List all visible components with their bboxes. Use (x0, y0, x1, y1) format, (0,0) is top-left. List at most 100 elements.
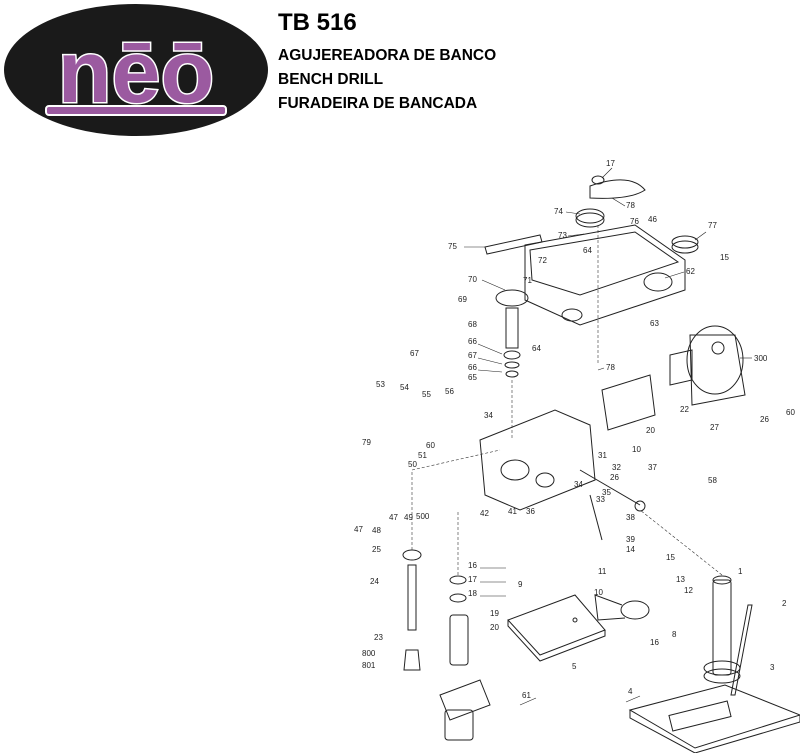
part-label: 47 (354, 525, 363, 534)
part-label: 38 (626, 513, 635, 522)
part-label: 800 (362, 649, 376, 658)
title-english: BENCH DRILL (278, 71, 384, 88)
assembly-lines (411, 225, 723, 576)
part-label: 17 (468, 575, 477, 584)
part-label: 63 (650, 319, 659, 328)
part-label: 64 (532, 344, 541, 353)
part-label: 15 (720, 253, 729, 262)
part-label: 74 (554, 207, 563, 216)
part-label: 66 (468, 337, 477, 346)
part-label: 23 (374, 633, 383, 642)
part-label: 72 (538, 256, 547, 265)
motor-pulley (671, 235, 699, 254)
part-label: 4 (628, 687, 633, 696)
neo-logo: nēō (4, 4, 268, 136)
part-label: 46 (648, 215, 657, 224)
feed-handle (579, 469, 646, 541)
spindle-pulley (495, 289, 529, 378)
part-label: 73 (558, 231, 567, 240)
part-label: 55 (422, 390, 431, 399)
part-label: 10 (632, 445, 641, 454)
part-label: 60 (426, 441, 435, 450)
part-label: 32 (612, 463, 621, 472)
part-label: 61 (522, 691, 531, 700)
work-table (507, 594, 606, 662)
part-label: 34 (574, 480, 583, 489)
part-label: 26 (760, 415, 769, 424)
part-label: 34 (484, 411, 493, 420)
part-label: 14 (626, 545, 635, 554)
motor (669, 325, 746, 406)
part-label: 27 (710, 423, 719, 432)
part-label: 77 (708, 221, 717, 230)
part-label: 37 (648, 463, 657, 472)
part-label: 31 (598, 451, 607, 460)
top-pulley (575, 208, 605, 228)
part-label: 75 (448, 242, 457, 251)
pulley-cover (524, 224, 686, 326)
part-label: 15 (666, 553, 675, 562)
part-label: 16 (650, 638, 659, 647)
part-label: 42 (480, 509, 489, 518)
part-label: 20 (490, 623, 499, 632)
part-label: 51 (418, 451, 427, 460)
part-label: 26 (610, 473, 619, 482)
part-label: 25 (372, 545, 381, 554)
part-label: 79 (362, 438, 371, 447)
column (712, 575, 732, 676)
part-label: 67 (468, 351, 477, 360)
part-label: 60 (786, 408, 795, 417)
part-label: 50 (408, 460, 417, 469)
part-label: 69 (458, 295, 467, 304)
head-casting (479, 374, 656, 511)
part-label: 58 (708, 476, 717, 485)
top-belt (589, 175, 646, 199)
column-flange (703, 660, 741, 684)
side-belt (484, 234, 543, 255)
part-label: 18 (468, 589, 477, 598)
part-label: 70 (468, 275, 477, 284)
part-label: 67 (410, 349, 419, 358)
part-label: 78 (626, 201, 635, 210)
part-label: 48 (372, 526, 381, 535)
part-label: 1 (738, 567, 743, 576)
part-label: 49 (404, 513, 413, 522)
part-label: 66 (468, 363, 477, 372)
part-label: 19 (490, 609, 499, 618)
part-label: 24 (370, 577, 379, 586)
part-label: 8 (672, 630, 677, 639)
part-label: 76 (630, 217, 639, 226)
chuck-assembly (402, 549, 422, 671)
part-labels: 17 74 78 73 76 46 77 75 15 64 72 62 70 7… (354, 159, 795, 700)
part-label: 47 (389, 513, 398, 522)
part-label: 36 (526, 507, 535, 516)
part-label: 17 (606, 159, 615, 168)
part-label: 300 (754, 354, 768, 363)
exploded-parts-diagram: 17 74 78 73 76 46 77 75 15 64 72 62 70 7… (354, 159, 800, 753)
part-label: 3 (770, 663, 775, 672)
logo-underline (45, 105, 227, 116)
part-label: 11 (598, 567, 607, 576)
part-label: 35 (602, 488, 611, 497)
part-label: 500 (416, 512, 430, 521)
leader-lines (464, 167, 752, 706)
part-label: 20 (646, 426, 655, 435)
part-label: 53 (376, 380, 385, 389)
part-label: 16 (468, 561, 477, 570)
logo-ellipse (4, 4, 268, 136)
part-label: 62 (686, 267, 695, 276)
rack (730, 604, 753, 696)
part-label: 9 (518, 580, 523, 589)
part-label: 71 (523, 276, 532, 285)
header: TB 516 AGUJEREADORA DE BANCO BENCH DRILL… (278, 8, 496, 116)
part-label: 39 (626, 535, 635, 544)
part-label: 13 (676, 575, 685, 584)
model-number: TB 516 (278, 9, 357, 36)
part-label: 64 (583, 246, 592, 255)
table-bracket (594, 594, 650, 621)
part-label: 5 (572, 662, 577, 671)
part-label: 12 (684, 586, 693, 595)
part-label: 22 (680, 405, 689, 414)
part-label: 33 (596, 495, 605, 504)
chuck-guard (439, 679, 491, 741)
